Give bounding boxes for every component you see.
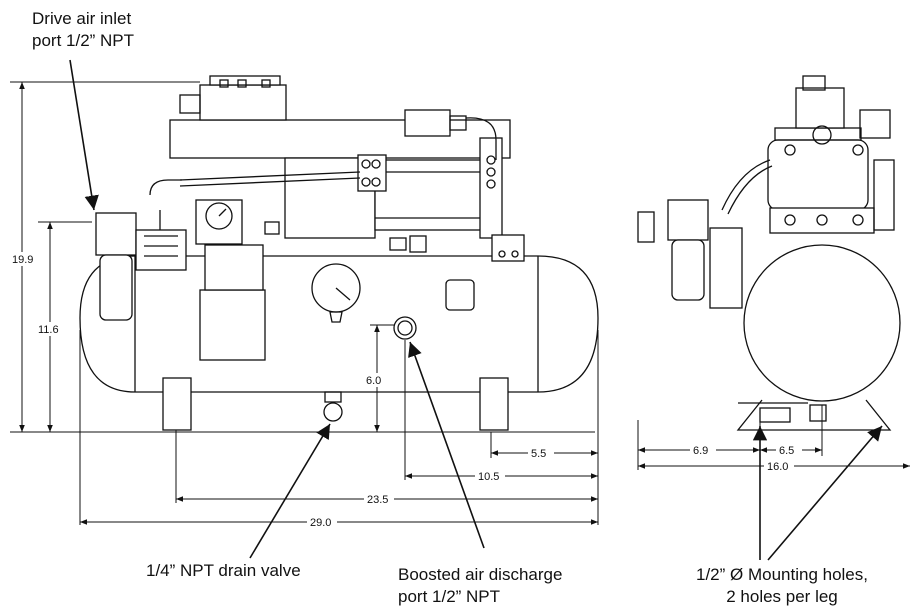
boosted-air-line-2: port 1/2” NPT <box>398 587 501 606</box>
boosted-air-callout: Boosted air discharge port 1/2” NPT <box>398 564 562 608</box>
drain-valve-callout: 1/4” NPT drain valve <box>146 560 301 582</box>
dim-inlet-height: 11.6 <box>38 324 59 336</box>
dim-overall-width: 16.0 <box>767 461 788 473</box>
dim-outlet-height: 6.0 <box>366 375 381 387</box>
booster-base <box>169 119 511 159</box>
side-view <box>637 75 901 431</box>
side-leg <box>736 399 892 431</box>
drive-air-inlet-line-2: port 1/2” NPT <box>32 31 135 50</box>
drive-air-inlet-line-1: Drive air inlet <box>32 9 132 28</box>
front-view <box>79 75 599 431</box>
dim-outlet-from-end: 5.5 <box>531 448 546 460</box>
dim-overall-length: 29.0 <box>310 517 331 529</box>
side-tank <box>743 244 901 402</box>
dim-side-leg-offset: 6.9 <box>693 445 708 457</box>
dim-leg-spacing: 23.5 <box>367 494 388 506</box>
inlet-filter <box>95 212 137 256</box>
tank-body <box>79 255 599 393</box>
dim-overall-height: 19.9 <box>12 254 33 266</box>
mounting-holes-line-2: 2 holes per leg <box>726 587 838 606</box>
dim-side-hole-spacing: 6.5 <box>779 445 794 457</box>
drain-valve-line-1: 1/4” NPT drain valve <box>146 561 301 580</box>
dim-outlet-from-end-2: 10.5 <box>478 471 499 483</box>
boosted-air-line-1: Boosted air discharge <box>398 565 563 584</box>
mounting-holes-callout: 1/2” Ø Mounting holes, 2 holes per leg <box>662 564 902 608</box>
leader-arrows <box>69 59 883 561</box>
drive-air-inlet-callout: Drive air inlet port 1/2” NPT <box>32 8 134 52</box>
mounting-holes-line-1: 1/2” Ø Mounting holes, <box>696 565 868 584</box>
dimension-labels: 19.9 11.6 6.0 5.5 10.5 23.5 29.0 6.9 6.5… <box>12 252 802 529</box>
right-leg <box>479 377 509 431</box>
left-leg <box>162 377 192 431</box>
